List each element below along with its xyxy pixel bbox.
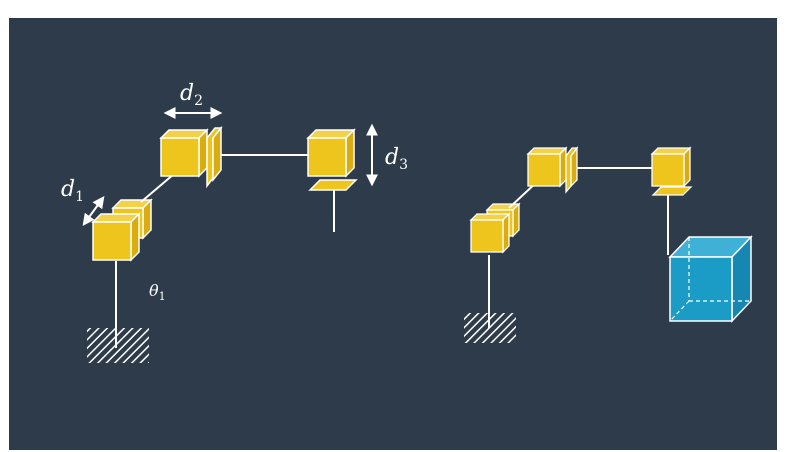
d1-arrow <box>82 196 105 226</box>
label-d1: d1 <box>61 177 84 205</box>
target-cube <box>668 235 753 323</box>
left-prismatic-joint-2 <box>159 125 223 189</box>
left-prismatic-joint-3 <box>306 128 358 191</box>
right-prismatic-joint-1 <box>469 202 521 254</box>
left-ground-hatch <box>87 328 149 363</box>
right-prismatic-joint-2 <box>526 146 579 194</box>
label-theta1: θ1 <box>149 281 166 303</box>
robot-diagram: d1 d2 d3 θ1 <box>61 81 753 363</box>
diagram-canvas: d1 d2 d3 θ1 <box>9 18 777 450</box>
label-d2: d2 <box>180 81 203 109</box>
right-robot <box>464 146 753 343</box>
left-robot: d1 d2 d3 θ1 <box>61 81 408 363</box>
label-d3: d3 <box>385 145 408 173</box>
right-prismatic-joint-3 <box>650 146 693 196</box>
left-prismatic-joint-1 <box>91 198 153 262</box>
